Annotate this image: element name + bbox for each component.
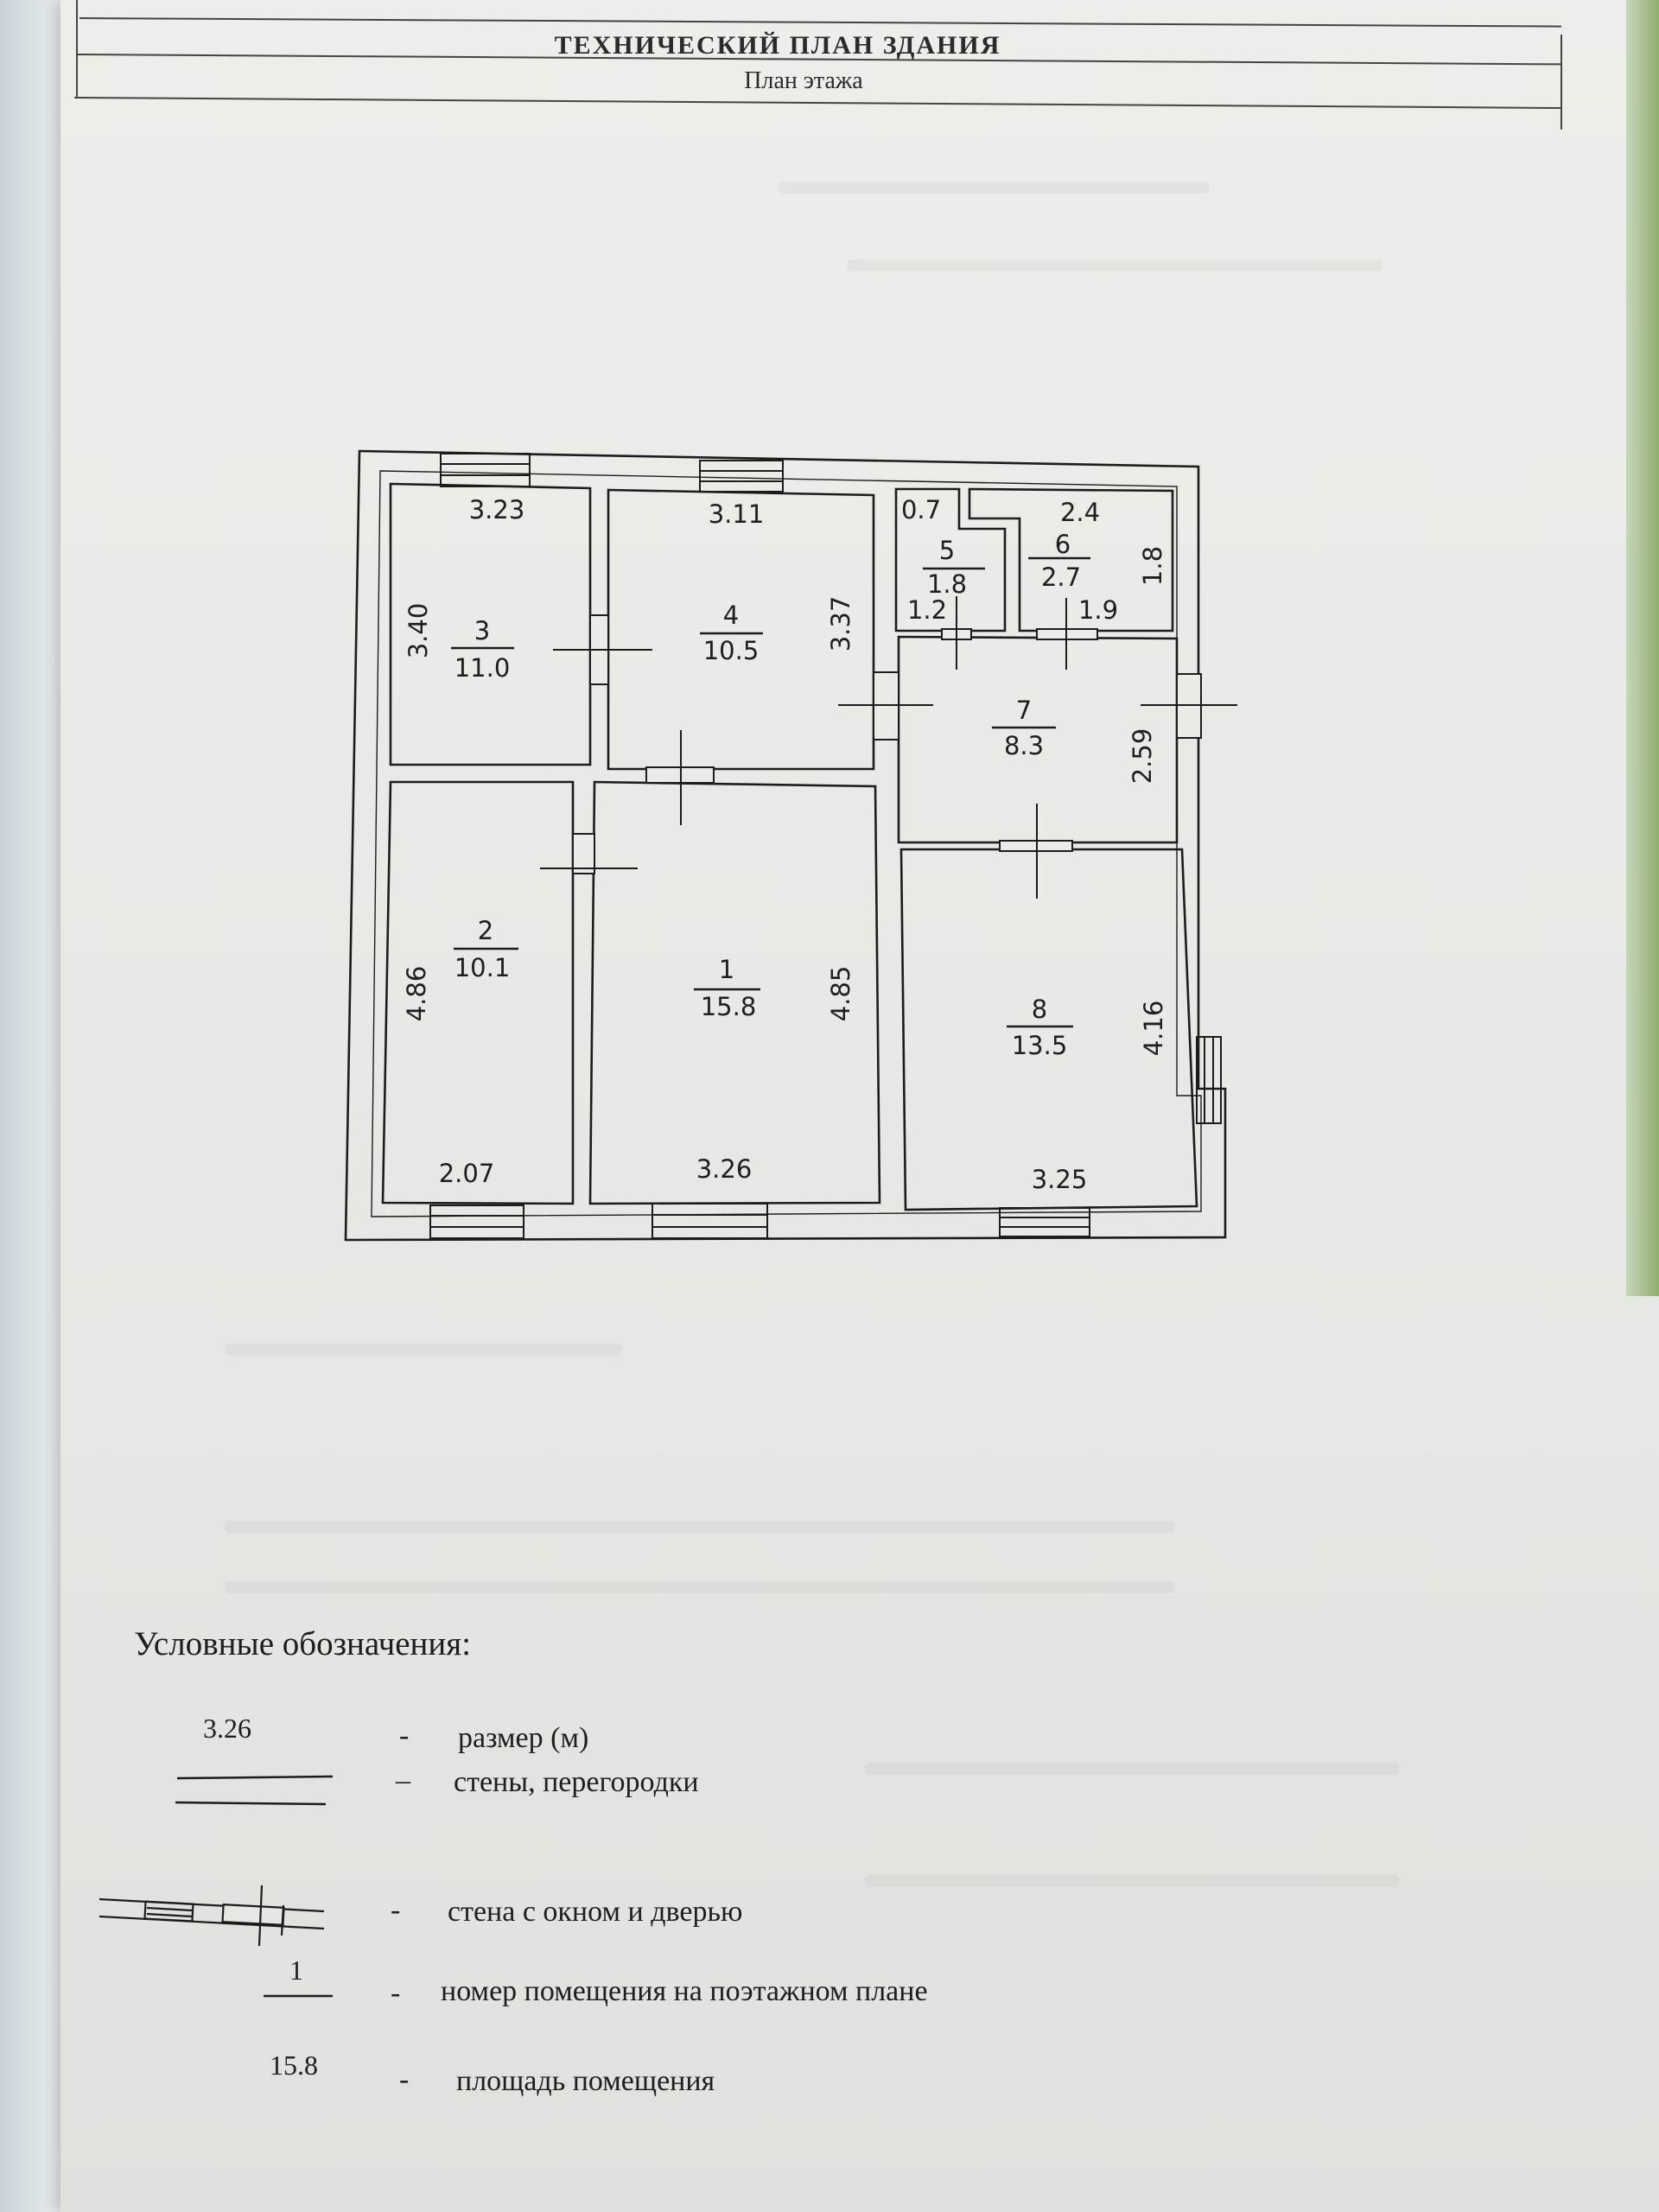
legend-dash: - (391, 1894, 401, 1926)
room-6-outline (968, 487, 1174, 632)
room-2-outline (381, 780, 575, 1205)
door-1-2 (540, 833, 638, 874)
room-6-length: 1.8 (1138, 546, 1167, 586)
legend-label-window-door: стена с окном и дверью (448, 1896, 743, 1928)
window-bottom-3 (999, 1207, 1090, 1237)
outer-wall (344, 449, 1227, 1242)
room-2-width: 2.07 (439, 1159, 495, 1188)
room-8-area: 13.5 (1012, 1031, 1068, 1060)
legend-dash: - (399, 2063, 410, 2095)
room-4-width: 3.11 (709, 499, 765, 529)
legend-dash: - (399, 1719, 410, 1751)
legend-label-room-number: номер помещения на поэтажном плане (441, 1975, 928, 2007)
room-3-length: 3.40 (404, 603, 433, 659)
room-1-number: 1 (719, 955, 734, 984)
room-5-area: 1.8 (927, 569, 967, 599)
legend-window-door-sample (99, 1885, 325, 1947)
room-8-outline (899, 848, 1198, 1211)
room-5-length: 1.2 (907, 595, 947, 625)
room-8-length: 4.16 (1139, 1001, 1168, 1057)
room-6-number: 6 (1055, 530, 1071, 559)
room-1-length: 4.85 (826, 966, 855, 1022)
floor-plan: 3 11.0 3.23 3.40 4 10.5 3.11 3.37 5 1.8 … (344, 449, 1237, 1242)
room-8-number: 8 (1032, 995, 1047, 1024)
door-4-1 (645, 730, 715, 825)
door-3-4 (553, 614, 652, 685)
legend-label-dimension: размер (м) (458, 1722, 589, 1754)
background-right (1626, 0, 1659, 1296)
legend-sample-dimension: 3.26 (203, 1713, 251, 1744)
room-6-extra-dimension: 1.9 (1078, 595, 1118, 625)
door-6-7 (1036, 598, 1098, 670)
room-3-area: 11.0 (454, 653, 511, 683)
bleed-through-line (864, 1875, 1400, 1887)
door-5-7 (941, 596, 972, 670)
legend-fraction-line (264, 1994, 333, 1998)
legend-dash: – (396, 1764, 410, 1796)
window-top-1 (440, 453, 531, 487)
legend-wall-sample (175, 1775, 334, 1806)
room-3-number: 3 (474, 616, 490, 645)
paper-edge-left (0, 0, 60, 2212)
legend-sample-area: 15.8 (270, 2050, 318, 2081)
document-title: ТЕХНИЧЕСКИЙ ПЛАН ЗДАНИЯ (554, 31, 1001, 60)
door-7-exterior (1141, 673, 1237, 739)
room-4-area: 10.5 (703, 636, 760, 665)
legend-dash: - (391, 1977, 401, 2009)
window-bottom-2 (652, 1203, 768, 1239)
room-5-outline (894, 487, 1007, 632)
header-rule-right (1560, 35, 1562, 130)
room-7-number: 7 (1016, 696, 1032, 725)
room-1-area: 15.8 (701, 992, 757, 1021)
room-3-width: 3.23 (469, 495, 525, 524)
bleed-through-line (778, 181, 1210, 194)
legend-label-area: площадь помещения (456, 2065, 715, 2097)
bleed-through-line (225, 1581, 1175, 1593)
room-7-length: 2.59 (1128, 728, 1157, 785)
document-sheet (60, 0, 1659, 2212)
room-5-width: 0.7 (901, 495, 941, 524)
room-2-area: 10.1 (454, 953, 511, 982)
room-7-area: 8.3 (1004, 731, 1044, 760)
room-1-outline (588, 780, 881, 1205)
room-4-number: 4 (723, 601, 739, 630)
bleed-through-line (847, 259, 1382, 271)
window-bottom-1 (429, 1205, 524, 1239)
bleed-through-line (864, 1763, 1400, 1775)
legend-heading: Условные обозначения: (134, 1625, 472, 1662)
legend-label-walls: стены, перегородки (454, 1766, 699, 1798)
room-2-number: 2 (478, 916, 493, 945)
room-2-length: 4.86 (402, 966, 431, 1022)
door-4-7 (838, 671, 933, 741)
room-6-width: 2.4 (1060, 498, 1100, 527)
window-right (1196, 1036, 1222, 1124)
header-rule-left (76, 0, 78, 99)
bleed-through-line (225, 1521, 1175, 1533)
door-7-8 (999, 804, 1073, 899)
room-5-number: 5 (939, 536, 955, 565)
legend-sample-room-number: 1 (289, 1955, 303, 1986)
room-8-width: 3.25 (1032, 1165, 1088, 1194)
room-4-length: 3.37 (826, 596, 855, 652)
room-6-area: 2.7 (1041, 563, 1081, 592)
window-top-2 (699, 460, 784, 493)
room-1-width: 3.26 (696, 1154, 753, 1184)
document-subtitle: План этажа (744, 67, 863, 94)
inner-wall-outline (371, 470, 1202, 1217)
bleed-through-line (225, 1344, 622, 1356)
